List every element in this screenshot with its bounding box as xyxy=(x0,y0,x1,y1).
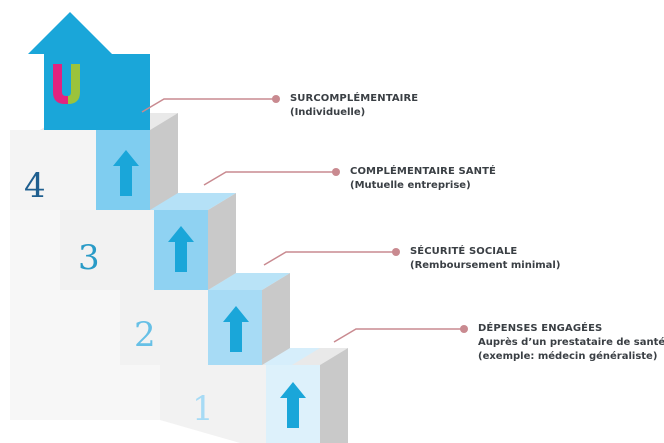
step-3-side xyxy=(208,193,236,290)
step-2-side xyxy=(262,273,290,365)
step-number-2: 2 xyxy=(134,315,156,355)
step-2-line-1: (Remboursement minimal) xyxy=(410,260,561,271)
step-number-3: 3 xyxy=(78,238,100,278)
step-4-label: SURCOMPLÉMENTAIRE (Individuelle) xyxy=(290,92,418,120)
step-4-title: SURCOMPLÉMENTAIRE xyxy=(290,93,419,104)
stair-left-wall xyxy=(10,130,160,420)
connector-1 xyxy=(333,325,468,343)
step-2-title: SÉCURITÉ SOCIALE xyxy=(410,246,518,257)
step-4-side xyxy=(150,113,178,210)
step-4-line-1: (Individuelle) xyxy=(290,107,366,118)
up-arrow-icon xyxy=(223,306,249,352)
step-number-4: 4 xyxy=(24,166,46,206)
connector-3 xyxy=(203,168,340,186)
step-1-side xyxy=(320,348,348,443)
step-2-label: SÉCURITÉ SOCIALE (Remboursement minimal) xyxy=(410,245,560,273)
step-1-label: DÉPENSES ENGAGÉES Auprès d’un prestatair… xyxy=(478,322,664,364)
step-3-label: COMPLÉMENTAIRE SANTÉ (Mutuelle entrepris… xyxy=(350,165,496,193)
step-1-title: DÉPENSES ENGAGÉES xyxy=(478,323,603,334)
step-1-line-2: (exemple: médecin généraliste) xyxy=(478,351,658,362)
connector-4 xyxy=(141,95,280,113)
step-3-title: COMPLÉMENTAIRE SANTÉ xyxy=(350,166,496,177)
step-number-1: 1 xyxy=(192,389,214,429)
big-up-arrow-icon xyxy=(28,12,150,130)
up-arrow-icon xyxy=(113,150,139,196)
step-3-line-1: (Mutuelle entreprise) xyxy=(350,180,471,191)
up-arrow-icon xyxy=(168,226,194,272)
up-arrow-icon xyxy=(280,382,306,428)
step-1-line-1: Auprès d’un prestataire de santé xyxy=(478,337,664,348)
logo-u-icon xyxy=(53,64,80,104)
connector-2 xyxy=(263,248,400,266)
step-2-highlight-top xyxy=(208,273,290,290)
